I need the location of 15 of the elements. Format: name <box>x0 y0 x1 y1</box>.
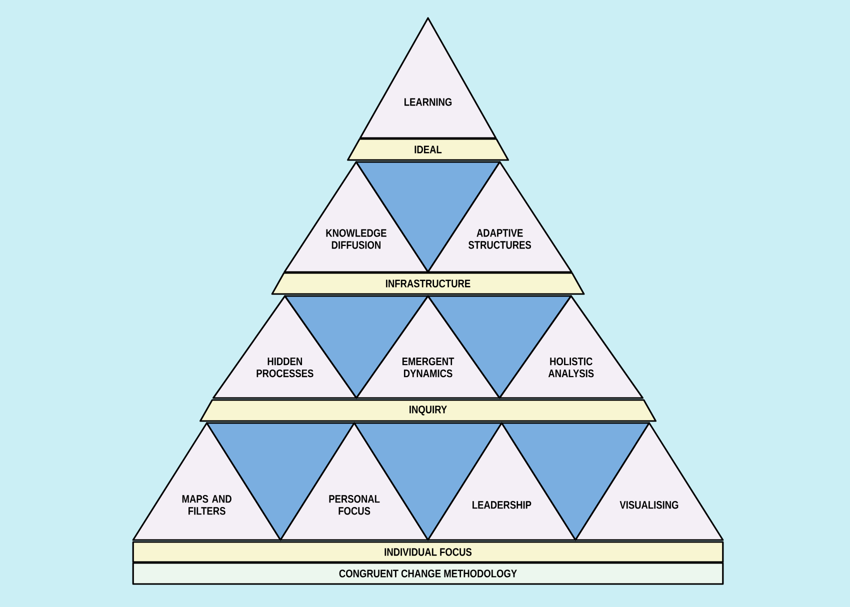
triangle-block: VISUALISING <box>574 422 724 541</box>
triangle-block: HOLISTIC ANALYSIS <box>498 295 644 399</box>
band: CONGRUENT CHANGE METHODOLOGY <box>132 562 724 585</box>
band: INDIVIDUAL FOCUS <box>132 541 724 563</box>
triangle-block: LEARNING <box>359 17 497 139</box>
triangle-block: EMERGENT DYNAMICS <box>356 295 500 399</box>
triangle-block: LEADERSHIP <box>427 422 576 541</box>
band: INQUIRY <box>200 399 656 422</box>
triangle-block: HIDDEN PROCESSES <box>212 295 358 399</box>
triangle-block: MAPS AND FILTERS <box>132 422 282 541</box>
triangle-block: KNOWLEDGE DIFFUSION <box>284 161 429 273</box>
band: INFRASTRUCTURE <box>271 272 585 295</box>
band: IDEAL <box>347 138 509 161</box>
triangle-block: PERSONAL FOCUS <box>280 422 429 541</box>
triangle-block: ADAPTIVE STRUCTURES <box>427 161 572 273</box>
